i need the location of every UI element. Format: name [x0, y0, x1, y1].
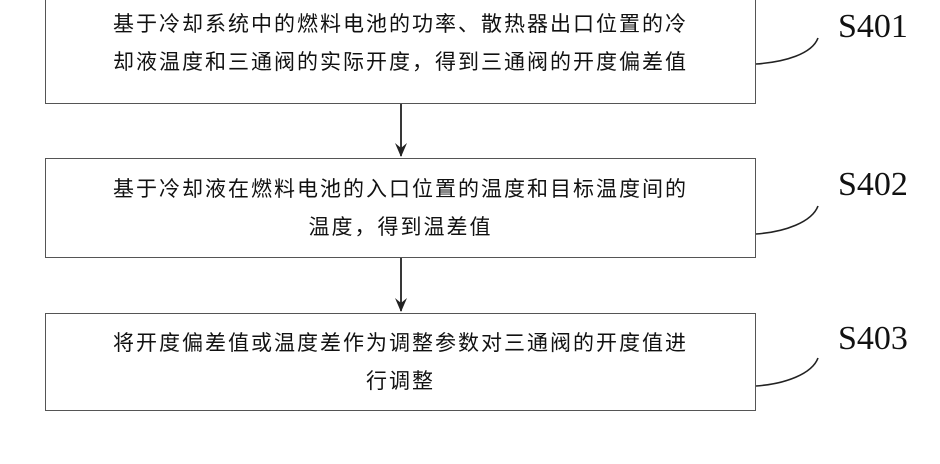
step-text-s403: 将开度偏差值或温度差作为调整参数对三通阀的开度值进 行调整	[113, 324, 688, 400]
step-box-s401: 基于冷却系统中的燃料电池的功率、散热器出口位置的冷 却液温度和三通阀的实际开度，…	[45, 0, 756, 104]
leader-line-s403	[756, 358, 818, 386]
step-box-s402: 基于冷却液在燃料电池的入口位置的温度和目标温度间的 温度，得到温差值	[45, 158, 756, 258]
arrowhead-icon	[395, 143, 407, 157]
step-text-s402: 基于冷却液在燃料电池的入口位置的温度和目标温度间的 温度，得到温差值	[113, 170, 688, 246]
arrowhead-icon	[395, 298, 407, 312]
step-label-s403: S403	[838, 322, 908, 356]
step-text-s401: 基于冷却系统中的燃料电池的功率、散热器出口位置的冷 却液温度和三通阀的实际开度，…	[113, 5, 688, 81]
leader-line-s402	[756, 206, 818, 234]
step-label-s402: S402	[838, 168, 908, 202]
leader-line-s401	[756, 38, 818, 64]
step-label-s401: S401	[838, 10, 908, 44]
step-box-s403: 将开度偏差值或温度差作为调整参数对三通阀的开度值进 行调整	[45, 313, 756, 411]
